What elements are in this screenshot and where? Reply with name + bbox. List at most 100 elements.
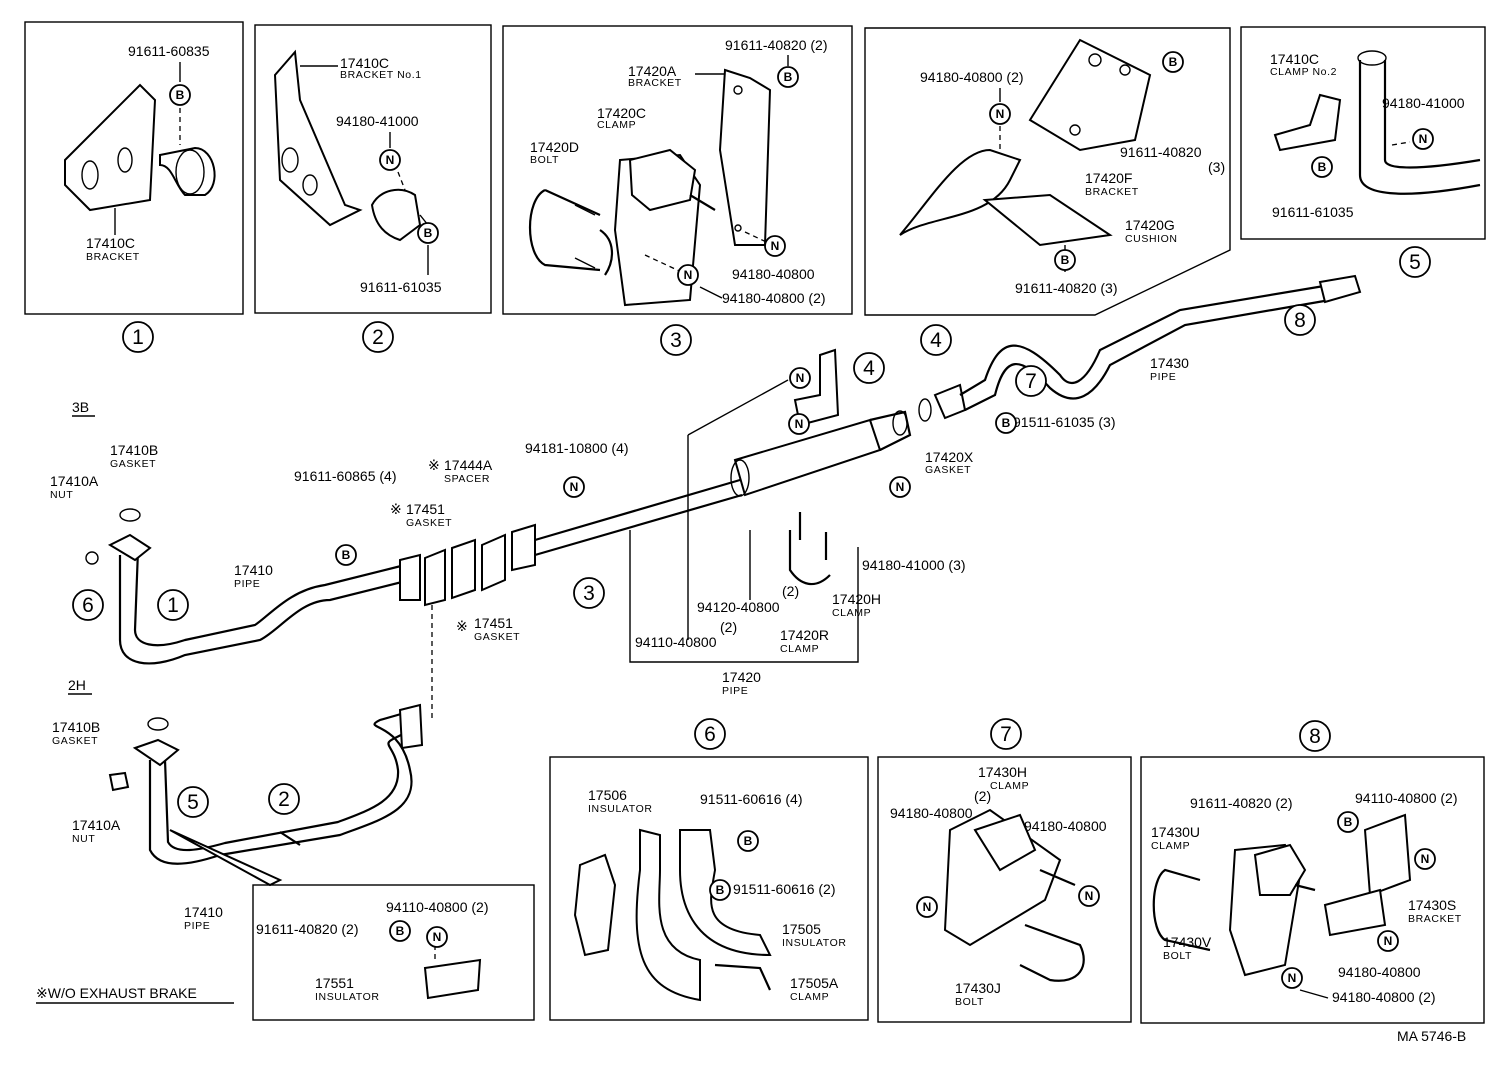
svg-text:BRACKET: BRACKET (628, 77, 682, 89)
part-17430U: 17430U (1151, 824, 1200, 840)
part-17451-b: 17451 (474, 615, 513, 631)
part-17430H: 17430H (978, 764, 1027, 780)
part-17420X: 17420X (925, 449, 974, 465)
svg-text:5: 5 (187, 791, 199, 814)
nut-symbol: N (1377, 930, 1399, 952)
part-17430S: 17430S (1408, 897, 1456, 913)
svg-text:CLAMP: CLAMP (790, 991, 829, 1003)
part-17410A-b: 17410A (72, 817, 121, 833)
nut-symbol: N (1414, 848, 1436, 870)
bolt-symbol: B (737, 830, 759, 852)
svg-text:PIPE: PIPE (722, 685, 748, 697)
svg-text:7: 7 (1000, 723, 1012, 746)
index-circle-6: 6 (72, 589, 104, 621)
detail-box-7: 17430H CLAMP (2) 94180-40800 94180-40800… (877, 756, 1132, 1023)
svg-text:BRACKET: BRACKET (1085, 186, 1139, 198)
part-17410-b: 17410 (184, 904, 223, 920)
index-circle-1: 1 (157, 589, 189, 621)
nut-symbol: N (764, 235, 786, 257)
part-94180-40800-7a: 94180-40800 (890, 805, 973, 821)
bolt-symbol: B (169, 84, 191, 106)
part-17506: 17506 (588, 787, 627, 803)
svg-text:PIPE: PIPE (234, 578, 260, 590)
svg-text:INSULATOR: INSULATOR (315, 991, 380, 1003)
svg-text:BOLT: BOLT (530, 154, 559, 166)
part-91611-60865: 91611-60865 (4) (294, 468, 396, 484)
engine-3b-label: 3B (72, 399, 89, 415)
bolt-symbol: B (777, 66, 799, 88)
nut-symbol: N (426, 926, 448, 948)
part-91611-40820-3a: 91611-40820 (1120, 144, 1202, 160)
svg-text:SPACER: SPACER (444, 473, 490, 485)
svg-text:1: 1 (132, 326, 144, 349)
svg-text:N: N (1384, 934, 1393, 948)
part-17505: 17505 (782, 921, 821, 937)
svg-text:※: ※ (428, 457, 440, 473)
part-17420C: 17420C (597, 105, 646, 121)
nut-symbol: N (563, 476, 585, 498)
svg-text:4: 4 (863, 357, 875, 380)
part-91611-61035-e: 91611-61035 (1272, 204, 1354, 220)
index-circle-6: 6 (694, 718, 726, 750)
nut-symbol: N (989, 103, 1011, 125)
svg-text:(2): (2) (782, 583, 799, 599)
part-94180-40800-8b: 94180-40800 (2) (1332, 989, 1436, 1005)
bolt-symbol: B (417, 222, 439, 244)
svg-text:(3): (3) (1208, 159, 1225, 175)
svg-text:B: B (1061, 253, 1070, 267)
svg-text:B: B (1344, 815, 1353, 829)
detail-box-3: 91611-40820 (2) 17420A BRACKET 17420C CL… (502, 25, 853, 315)
part-17444A: 17444A (444, 457, 493, 473)
nut-symbol: N (789, 367, 811, 389)
part-17420F: 17420F (1085, 170, 1132, 186)
part-91611-40820-8: 91611-40820 (2) (1190, 795, 1292, 811)
svg-text:N: N (923, 900, 932, 914)
part-17551: 17551 (315, 975, 354, 991)
part-94120-40800: 94120-40800 (697, 599, 780, 615)
svg-text:GASKET: GASKET (110, 458, 156, 470)
detail-box-6: 17506 INSULATOR 91511-60616 (4) 91511-60… (549, 756, 869, 1021)
svg-text:N: N (996, 107, 1005, 121)
svg-text:3: 3 (670, 329, 682, 352)
part-17420H: 17420H (832, 591, 881, 607)
index-circle-7: 7 (1015, 365, 1047, 397)
nut-symbol: N (1281, 967, 1303, 989)
bolt-symbol: B (1337, 811, 1359, 833)
index-circle-3: 3 (573, 577, 605, 609)
part-94180-40800-8a: 94180-40800 (1338, 964, 1421, 980)
svg-text:B: B (396, 924, 405, 938)
svg-text:BRACKET: BRACKET (86, 251, 140, 263)
part-17410B-b: 17410B (52, 719, 100, 735)
svg-text:INSULATOR: INSULATOR (588, 803, 653, 815)
index-circle-7: 7 (990, 718, 1022, 750)
index-circle-8: 8 (1284, 304, 1316, 336)
svg-text:B: B (424, 226, 433, 240)
part-17451-a: 17451 (406, 501, 445, 517)
svg-text:INSULATOR: INSULATOR (782, 937, 847, 949)
part-91511-61035-3: 91511-61035 (3) (1013, 414, 1115, 430)
svg-text:GASKET: GASKET (474, 631, 520, 643)
svg-text:B: B (1169, 55, 1178, 69)
svg-text:N: N (433, 930, 442, 944)
svg-text:GASKET: GASKET (925, 464, 971, 476)
bolt-symbol: B (1054, 249, 1076, 271)
svg-text:CLAMP: CLAMP (832, 607, 871, 619)
nut-symbol: N (889, 476, 911, 498)
svg-text:6: 6 (704, 723, 716, 746)
part-17420: 17420 (722, 669, 761, 685)
svg-text:NUT: NUT (50, 489, 73, 501)
index-circle-1: 1 (122, 321, 154, 353)
part-17410C-e: 17410C (1270, 51, 1319, 67)
svg-text:(2): (2) (720, 619, 737, 635)
part-91611-40820-3b: 91611-40820 (3) (1015, 280, 1117, 296)
nut-symbol: N (916, 896, 938, 918)
part-94180-41000-b: 94180-41000 (336, 113, 419, 129)
svg-text:N: N (771, 239, 780, 253)
index-circle-8: 8 (1299, 720, 1331, 752)
index-circle-4: 4 (920, 324, 952, 356)
svg-text:B: B (716, 883, 725, 897)
bolt-symbol: B (1311, 156, 1333, 178)
part-17410-a: 17410 (234, 562, 273, 578)
part-91511-60616-4: 91511-60616 (4) (700, 791, 802, 807)
